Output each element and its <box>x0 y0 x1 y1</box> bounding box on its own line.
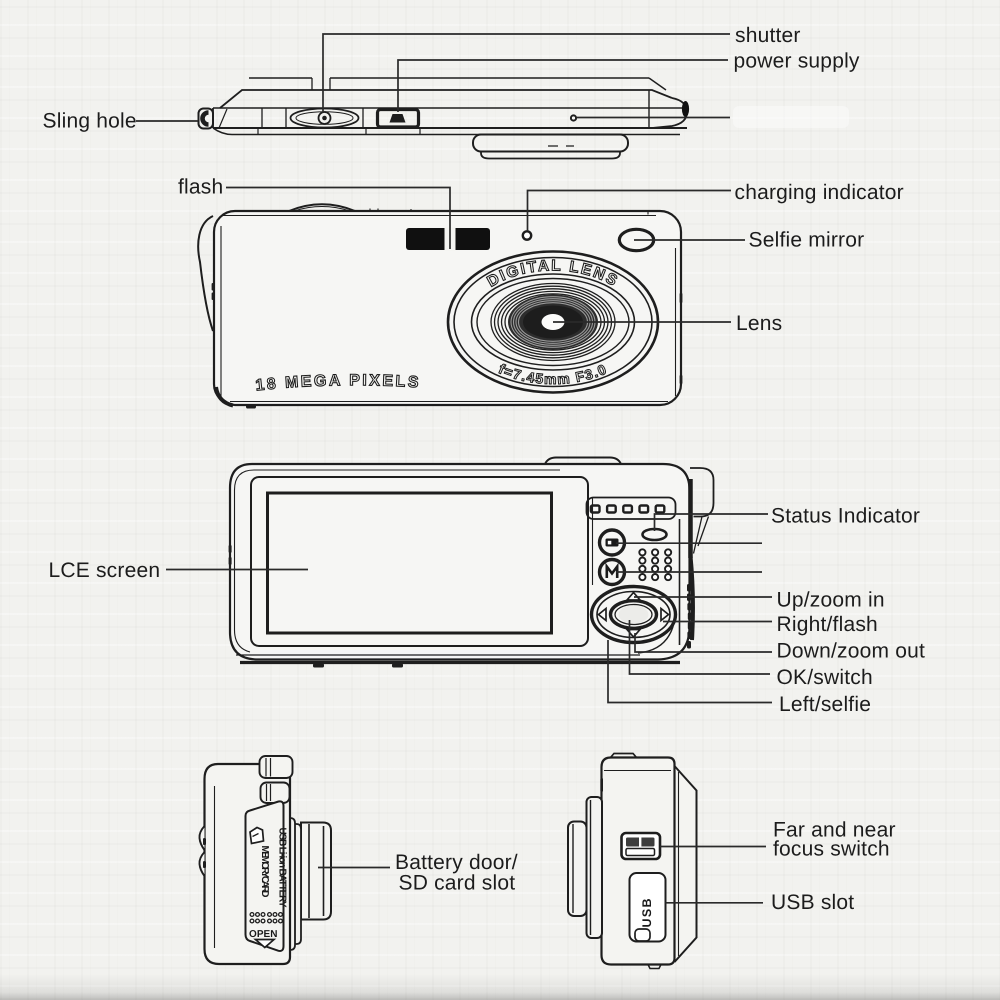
svg-text:power supply: power supply <box>734 50 860 73</box>
svg-text:Right/flash: Right/flash <box>777 613 878 636</box>
svg-text:Status Indicator: Status Indicator <box>771 505 920 528</box>
svg-text:Left/selfie: Left/selfie <box>779 693 871 716</box>
svg-text:charging indicator: charging indicator <box>735 181 904 204</box>
svg-text:SD card slot: SD card slot <box>399 872 516 895</box>
svg-text:shutter: shutter <box>735 24 801 47</box>
svg-text:Sling hole: Sling hole <box>43 110 137 133</box>
svg-text:MEMORY CARD: MEMORY CARD <box>259 846 270 898</box>
svg-text:flash: flash <box>178 176 223 199</box>
svg-text:USB: USB <box>640 899 654 928</box>
svg-text:Lens: Lens <box>736 312 782 335</box>
svg-text:OPEN: OPEN <box>249 929 278 940</box>
svg-text:Selfie mirror: Selfie mirror <box>749 229 865 252</box>
svg-text:LCE screen: LCE screen <box>49 559 161 582</box>
svg-text:Battery door/: Battery door/ <box>395 851 518 874</box>
svg-text:OK/switch: OK/switch <box>777 666 873 689</box>
svg-text:18 MEGA PIXELS: 18 MEGA PIXELS <box>255 372 422 394</box>
svg-text:Far and near: Far and near <box>773 819 896 842</box>
svg-text:USB Li-ion BATTERY: USB Li-ion BATTERY <box>277 828 288 908</box>
svg-text:Down/zoom out: Down/zoom out <box>777 640 926 663</box>
svg-text:USB slot: USB slot <box>771 891 854 914</box>
svg-text:Up/zoom in: Up/zoom in <box>777 589 885 612</box>
svg-text:focus switch: focus switch <box>773 838 890 861</box>
